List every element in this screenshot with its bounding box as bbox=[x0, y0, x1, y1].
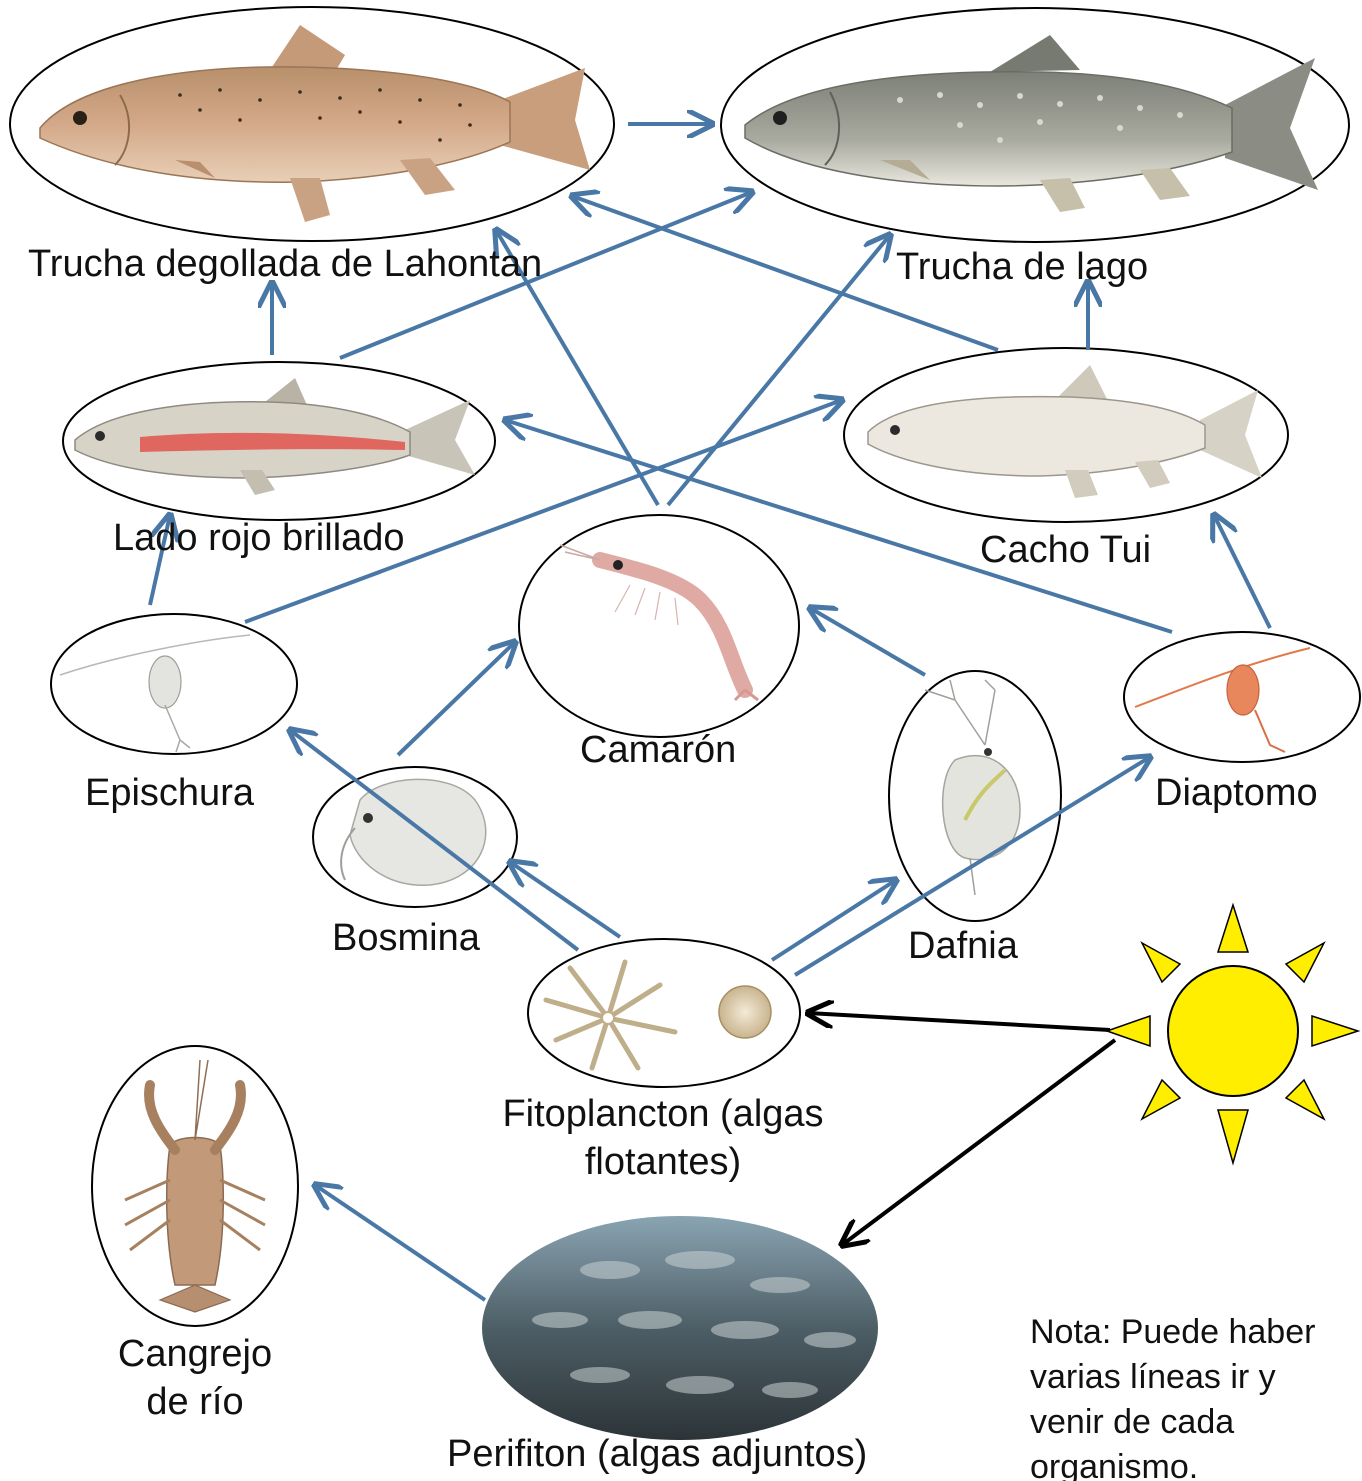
shrimp-oval bbox=[519, 515, 799, 737]
label-crayfish-line2: de río bbox=[95, 1378, 295, 1426]
arrow-periphyton-to-crayfish bbox=[315, 1185, 485, 1300]
arrow-daphnia-to-shrimp bbox=[810, 608, 925, 675]
arrow-bosmina-to-shrimp bbox=[398, 642, 515, 755]
label-bosmina: Bosmina bbox=[332, 914, 480, 962]
periphyton-illustration bbox=[482, 1216, 878, 1440]
arrow-sun-to-phytoplankton bbox=[808, 1013, 1110, 1030]
sun-icon bbox=[1107, 905, 1358, 1163]
label-tui-chub: Cacho Tui bbox=[980, 526, 1151, 574]
label-crayfish: Cangrejo de río bbox=[95, 1330, 295, 1426]
label-shrimp: Camarón bbox=[580, 726, 736, 774]
arrow-phyto-to-daphnia bbox=[772, 880, 896, 960]
label-epischura: Epischura bbox=[85, 769, 254, 817]
label-phytoplankton: Fitoplancton (algas flotantes) bbox=[463, 1090, 863, 1186]
note-line3: venir de cada bbox=[1030, 1400, 1315, 1445]
arrow-sun-to-periphyton bbox=[842, 1040, 1115, 1245]
label-diaptomus: Diaptomo bbox=[1155, 769, 1318, 817]
label-periphyton: Perifiton (algas adjuntos) bbox=[447, 1430, 867, 1478]
label-crayfish-line1: Cangrejo bbox=[95, 1330, 295, 1378]
label-redside-shiner: Lado rojo brillado bbox=[113, 514, 405, 562]
label-cutthroat-trout: Trucha degollada de Lahontan bbox=[28, 240, 542, 288]
label-phytoplankton-line2: flotantes) bbox=[463, 1138, 863, 1186]
note-line4: organismo. bbox=[1030, 1445, 1315, 1481]
label-lake-trout: Trucha de lago bbox=[896, 243, 1148, 291]
note-line2: varias líneas ir y bbox=[1030, 1355, 1315, 1400]
arrow-phyto-to-bosmina bbox=[510, 862, 620, 937]
label-daphnia: Dafnia bbox=[908, 922, 1018, 970]
label-phytoplankton-line1: Fitoplancton (algas bbox=[463, 1090, 863, 1138]
arrow-diaptomus-to-tuichub bbox=[1214, 515, 1270, 628]
note-line1: Nota: Puede haber bbox=[1030, 1310, 1315, 1355]
note-text: Nota: Puede haber varias líneas ir y ven… bbox=[1030, 1310, 1315, 1481]
